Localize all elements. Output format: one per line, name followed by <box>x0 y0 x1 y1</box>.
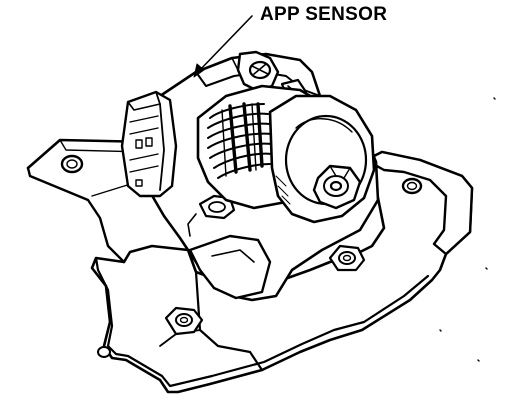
bracket-left-flange <box>26 166 126 264</box>
leader-arrowhead <box>193 63 205 78</box>
connector-body <box>120 90 178 198</box>
bracket-wall <box>186 248 264 372</box>
bracket-lower-edge <box>94 256 430 388</box>
shaft-nut <box>312 164 362 210</box>
mount-hole-right <box>401 177 423 195</box>
bracket-nut-right <box>328 244 366 272</box>
mounting-bracket <box>26 138 474 394</box>
sensor-front-cover <box>268 94 376 224</box>
bracket-nut-lower <box>164 306 204 336</box>
connector <box>120 90 178 198</box>
mount-hole-left <box>60 154 84 174</box>
print-speckles <box>439 97 496 362</box>
top-bolt <box>248 60 272 80</box>
mount-hole-bottom <box>97 346 111 358</box>
spring-coils <box>207 103 273 179</box>
bracket-right-ear <box>364 150 474 256</box>
housing-foot <box>188 234 272 300</box>
app-sensor-label: APP SENSOR <box>260 4 388 25</box>
lower-bolt <box>187 194 236 237</box>
callout-leader <box>193 15 253 78</box>
shaft-tip <box>329 180 343 192</box>
